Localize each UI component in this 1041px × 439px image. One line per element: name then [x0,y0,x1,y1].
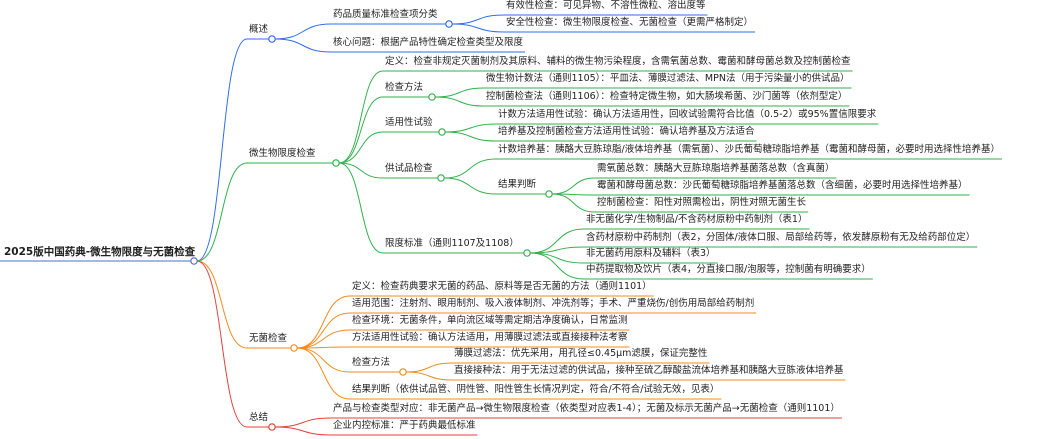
link-line [551,177,596,195]
collapse-knob[interactable] [268,35,276,43]
link-line [405,362,453,373]
collapse-knob[interactable] [545,190,553,198]
mindmap-node: 定义：检查非规定灭菌制剂及其原料、辅料的微生物污染程度，含需氧菌总数、霉菌和酵母… [385,56,851,67]
link-line [296,347,351,400]
mindmap-node: 培养基及控制菌检查方法适用性试验：确认培养基及方法适合 [498,126,755,137]
mindmap-node: 检查方法 [385,82,424,93]
link-line [451,23,505,33]
link-line [434,96,485,107]
mindmap-node: 检查方法 [352,357,391,368]
link-line [196,260,248,349]
mindmap-node: 方法适用性试验：确认方法适用，用薄膜过滤法或直接接种法考察 [352,332,628,343]
mindmap-node: 适用范围：注射剂、眼用制剂、吸入液体制剂、冲洗剂等；手术、严重烧伤/创伤用局部给… [352,298,755,309]
mindmap-node: 中药提取物及饮片（表4，分直接口服/泡服等，控制菌有明确要求） [586,264,871,275]
link-line [405,371,453,381]
collapse-knob[interactable] [437,174,445,182]
link-line [196,38,248,262]
mindmap-node: 含药材原粉中药制剂（表2，分固体/液体口服、局部给药等，依发酵原粉有无及给药部位… [586,232,976,243]
mindmap-node: 计数方法适用性试验：确认方法适用性，回收试验需符合比值（0.5-2）或95%置信… [498,109,877,120]
link-line [274,38,332,53]
link-line [443,177,497,195]
collapse-knob[interactable] [190,257,198,265]
link-line [296,295,351,349]
link-line [451,14,505,25]
mindmap-node: 适用性试验 [385,117,433,128]
mindmap-node: 限度标准（通则1107及1108） [385,238,519,249]
collapse-knob[interactable] [399,368,407,376]
mindmap-node: 控制菌检查法（通则1106）：检查特定微生物，如大肠埃希菌、沙门菌等（依剂型定） [486,91,848,102]
branch-topic: 微生物限度检查 [249,148,316,159]
link-line [274,23,332,40]
link-line [338,162,384,179]
mindmap-node: 直接接种法：用于无法过滤的供试品，接种至硫乙醇酸盐流体培养基和胰酪大豆胨液体培养… [454,365,844,376]
branch-topic: 总结 [249,412,269,423]
mindmap-node: 结果判断 [498,179,537,190]
mindmap-node: 薄膜过滤法：优先采用，用孔径≤0.45μm滤膜，保证完整性 [454,348,708,359]
mindmap-node: 结果判断（依供试品管、阴性管、阳性管生长情况判定，符合/不符合/试验无效，见表） [352,384,720,395]
link-line [196,260,248,428]
mindmap-node: 霉菌和酵母菌总数：沙氏葡萄糖琼脂培养基菌落总数（含细菌，必要时用选择性培养基） [597,180,968,191]
branch-topic: 概述 [249,24,269,35]
branch-topic: 无菌检查 [249,333,288,344]
link-line [444,131,497,142]
link-line [296,329,351,349]
mindmap-node: 检查环境：无菌条件，单向流区域等需定期洁净度确认，日常监测 [352,315,628,326]
mindmap-node: 非无菌化学/生物制品/不含药材原粉中药制剂（表1） [586,214,808,225]
mindmap-node: 有效性检查：可见异物、不溶性微粒、溶出度等 [506,0,706,11]
link-line [529,228,585,254]
link-line [443,158,497,179]
collapse-knob[interactable] [445,20,453,28]
link-line [196,162,248,262]
mindmap-node: 药品质量标准检查项分类 [333,9,438,20]
collapse-knob[interactable] [290,344,298,352]
collapse-knob[interactable] [438,128,446,136]
link-line [529,252,585,264]
link-line [274,417,332,428]
collapse-knob[interactable] [428,93,436,101]
mindmap-node: 微生物计数法（通则1105）：平皿法、薄膜过滤法、MPN法（用于污染量小的供试品… [486,73,850,84]
collapse-knob[interactable] [332,159,340,167]
link-line [274,426,332,436]
mindmap-node: 需氧菌总数：胰酪大豆胨琼脂培养基菌落总数（含真菌） [597,163,835,174]
link-line [338,131,384,164]
mindmap-node: 安全性检查：微生物限度检查、无菌检查（更需严格制定） [506,17,754,28]
mindmap-node: 计数培养基：胰酪大豆胨琼脂/液体培养基（需氧菌）、沙氏葡萄糖琼脂培养基（霉菌和酵… [498,144,1000,155]
mindmap-node: 企业内控标准：严于药典最低标准 [333,420,476,431]
root-topic: 2025版中国药典-微生物限度与无菌检查 [4,246,196,258]
link-line [338,70,384,164]
mindmap-node: 非无菌药用原料及辅料（表3） [586,248,716,259]
collapse-knob[interactable] [523,249,531,257]
link-line [434,87,485,98]
mindmap-node: 供试品检查 [385,163,433,174]
link-line [338,96,384,164]
mindmap-node: 控制菌检查：阳性对照需检出，阴性对照无菌生长 [597,197,807,208]
link-line [551,193,596,213]
link-line [444,123,497,133]
collapse-knob[interactable] [268,423,276,431]
mindmap-node: 定义：检查药典要求无菌的药品、原料等是否无菌的方法（通则1101） [352,281,652,292]
mindmap-node: 产品与检查类型对应：非无菌产品→微生物限度检查（依类型对应表1-4）；无菌及标示… [333,403,840,414]
link-line [296,347,351,373]
link-line [338,162,384,254]
link-line [529,252,585,280]
mindmap-node: 核心问题：根据产品特性确定检查类型及限度 [333,37,524,48]
